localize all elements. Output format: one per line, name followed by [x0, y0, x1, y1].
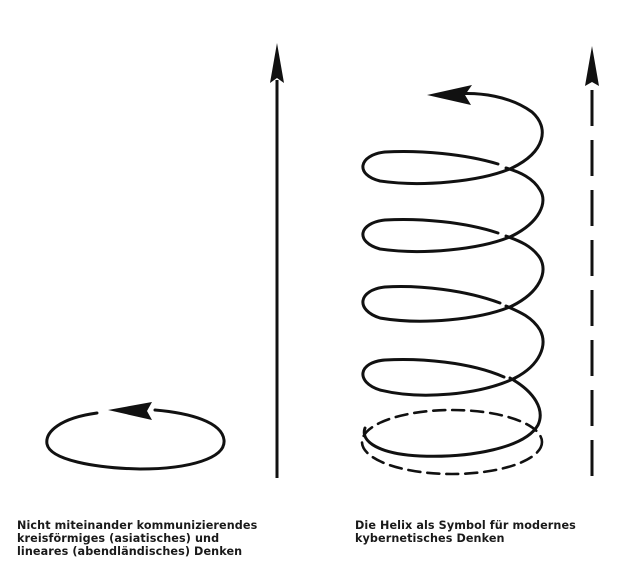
helix-turn-2-back: [361, 285, 514, 323]
helix-turn-1-back: [361, 358, 517, 397]
helix-turn-3-back: [361, 218, 514, 253]
circle-arrowhead-icon: [108, 402, 152, 420]
circle-path: [45, 408, 226, 471]
linear-thinking-arrow: [270, 43, 284, 478]
helix-top-turn: [453, 92, 544, 170]
caption-circular-linear-thinking: Nicht miteinander kommunizierendes kreis…: [17, 519, 258, 558]
helix-turn-2-front: [504, 304, 545, 380]
caption-helix-cybernetic-thinking: Die Helix als Symbol für modernes kybern…: [355, 519, 576, 545]
circular-thinking-loop: [45, 402, 226, 471]
helix-turn-4-back: [361, 150, 514, 185]
dashed-arrowhead-icon: [585, 46, 599, 86]
dashed-vertical-arrow: [585, 46, 599, 476]
helix-spiral: [360, 92, 545, 476]
linear-arrowhead-icon: [270, 43, 284, 83]
helix-arrowhead-icon: [427, 85, 472, 105]
helix-turn-4-front: [504, 166, 545, 238]
helix-turn-1: [362, 376, 542, 458]
diagram-canvas: [45, 43, 599, 478]
helix-turn-3-front: [504, 234, 545, 308]
helix-base-dashed-ellipse: [360, 408, 544, 476]
